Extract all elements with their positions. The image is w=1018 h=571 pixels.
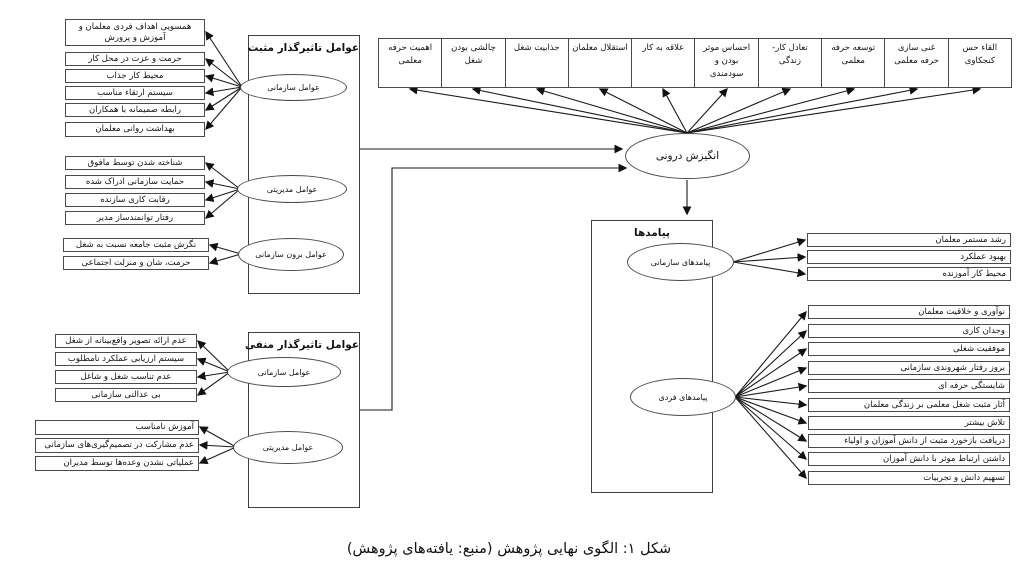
outcomes-title: پیامدها: [634, 227, 670, 239]
positive-managerial-item: حمایت سازمانی ادراک شده: [65, 175, 205, 189]
negative-managerial-factors-ellipse: عوامل مدیریتی: [233, 431, 343, 464]
intrinsic-motivation-ellipse: انگیزش درونی: [625, 133, 750, 179]
positive-org-item: محیط کار جذاب: [65, 69, 205, 83]
positive-managerial-item: شناخته شدن توسط مافوق: [65, 156, 205, 170]
motivation-aspect-cell: توسعه حرفه معلمی: [821, 38, 886, 88]
positive-external-factors-ellipse: عوامل برون سازمانی: [238, 238, 344, 271]
individual-outcome-item: داشتن ارتباط موثر با دانش آموزان: [808, 452, 1010, 466]
individual-outcome-item: نوآوری و خلاقیت معلمان: [808, 305, 1010, 319]
organizational-outcome-item: بهبود عملکرد: [807, 250, 1011, 264]
outcomes-section: پیامدها: [591, 220, 713, 493]
individual-outcomes-ellipse: پیامدهای فردی: [630, 378, 736, 416]
individual-outcome-item: بروز رفتار شهروندی سازمانی: [808, 361, 1010, 375]
individual-outcome-item: وجدان کاری: [808, 324, 1010, 338]
motivation-aspect-cell: چالشی بودن شغل: [441, 38, 506, 88]
negative-factors-section: عوامل تاثیرگذار منفی: [245, 332, 360, 508]
positive-managerial-item: رقابت کاری سازنده: [65, 193, 205, 207]
motivation-aspects-row: اهمیت حرفه معلمی چالشی بودن شغل جذابیت ش…: [378, 38, 1012, 88]
positive-factors-title: عوامل تاثیرگذار مثبت: [247, 42, 359, 54]
negative-org-factors-ellipse: عوامل سازمانی: [227, 357, 341, 387]
positive-external-item: نگرش مثبت جامعه نسبت به شغل: [63, 238, 209, 252]
positive-org-item: رابطه صمیمانه با همکاران: [65, 103, 205, 117]
motivation-aspect-cell: غنی سازی حرفه معلمی: [884, 38, 949, 88]
negative-org-item: عدم ارائه تصویر واقع‌بینانه از شغل: [55, 334, 197, 348]
positive-org-item: همسویی اهداف فردی معلمان و آموزش و پرورش: [65, 19, 205, 46]
positive-org-factors-ellipse: عوامل سازمانی: [240, 74, 347, 101]
positive-org-item: سیستم ارتقاء مناسب: [65, 86, 205, 100]
negative-managerial-item: عدم مشارکت در تصمیم‌گیری‌های سازمانی: [35, 438, 199, 453]
negative-org-item: سیستم ارزیابی عملکرد نامطلوب: [55, 352, 197, 366]
motivation-aspect-cell: القاء حس کنجکاوی: [947, 38, 1012, 88]
organizational-outcome-item: رشد مستمر معلمان: [807, 233, 1011, 247]
individual-outcome-item: آثار مثبت شغل معلمی بر زندگی معلمان: [808, 398, 1010, 412]
positive-factors-section: عوامل تاثیرگذار مثبت: [248, 35, 360, 294]
motivation-aspect-cell: اهمیت حرفه معلمی: [378, 38, 443, 88]
positive-managerial-factors-ellipse: عوامل مدیریتی: [237, 175, 347, 203]
motivation-aspect-cell: احساس موثر بودن و سودمندی: [694, 38, 759, 88]
positive-org-item: بهداشت روانی معلمان: [65, 122, 205, 137]
individual-outcome-item: تلاش بیشتر: [808, 416, 1010, 430]
motivation-aspect-cell: تعادل کار- زندگی: [757, 38, 823, 88]
motivation-aspect-cell: جذابیت شغل: [504, 38, 569, 88]
negative-org-item: عدم تناسب شغل و شاغل: [55, 370, 197, 384]
negative-managerial-item: آموزش نامناسب: [35, 420, 199, 435]
individual-outcome-item: تسهیم دانش و تجربیات: [808, 471, 1010, 485]
positive-managerial-item: رفتار توانمندساز مدیر: [65, 211, 205, 225]
motivation-aspect-cell: استقلال معلمان: [567, 38, 633, 88]
individual-outcome-item: دریافت بازخورد مثبت از دانش آموزان و اول…: [808, 434, 1010, 448]
figure-caption: شکل ۱: الگوی نهایی پژوهش (منبع: یافته‌ها…: [346, 541, 672, 557]
individual-outcome-item: شایستگی حرفه ای: [808, 379, 1010, 393]
positive-external-item: حرمت، شان و منزلت اجتماعی: [63, 256, 209, 270]
motivation-aspect-cell: علاقه به کار: [631, 38, 696, 88]
positive-org-item: حرمت و عزت در محل کار: [65, 52, 205, 66]
negative-managerial-item: عملیاتی نشدن وعده‌ها توسط مدیران: [35, 456, 199, 471]
organizational-outcome-item: محیط کار آموزنده: [807, 267, 1011, 281]
negative-org-item: بی عدالتی سازمانی: [55, 388, 197, 402]
individual-outcome-item: موفقیت شغلی: [808, 342, 1010, 356]
negative-factors-title: عوامل تاثیرگذار منفی: [245, 339, 359, 351]
organizational-outcomes-ellipse: پیامدهای سازمانی: [627, 243, 734, 281]
